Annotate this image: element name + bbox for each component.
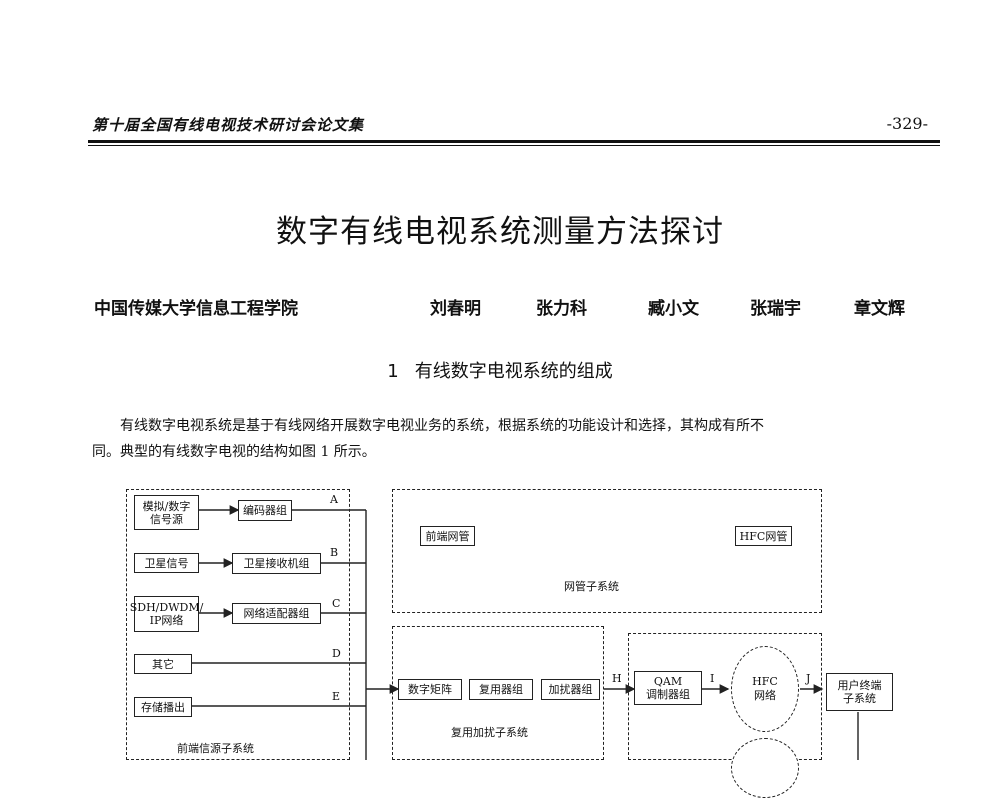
header-rule-thin [88, 145, 940, 146]
netmgmt-subsystem-border [392, 489, 822, 613]
satellite-receiver-box: 卫星接收机组 [232, 553, 321, 574]
paragraph-line: 有线数字电视系统是基于有线网络开展数字电视业务的系统，根据系统的功能设计和选择，… [120, 418, 764, 434]
line-label-i: I [710, 672, 715, 685]
journal-name: 第十届全国有线电视技术研讨会论文集 [92, 116, 365, 134]
section-heading: 1 有线数字电视系统的组成 [0, 357, 1000, 383]
analog-digital-source-box: 模拟/数字 信号源 [134, 495, 199, 530]
paragraph-line: 同。典型的有线数字电视的结构如图 1 所示。 [92, 444, 376, 460]
headend-netmgmt-box: 前端网管 [420, 526, 475, 546]
qam-modulator-box: QAM 调制器组 [634, 671, 702, 705]
page-number: -329- [886, 114, 928, 133]
line-label-d: D [332, 647, 341, 660]
header-rule-thick [88, 140, 940, 143]
scrambler-box: 加扰器组 [541, 679, 600, 700]
user-terminal-box: 用户终端 子系统 [826, 673, 893, 711]
sdh-network-box: SDH/DWDM/ IP网络 [130, 596, 203, 632]
diagram-wires [192, 505, 859, 760]
other-source-box: 其它 [134, 654, 192, 674]
body-paragraph: 有线数字电视系统是基于有线网络开展数字电视业务的系统，根据系统的功能设计和选择，… [92, 413, 940, 465]
section-number: 1 [387, 361, 399, 382]
frontend-subsystem-label: 前端信源子系统 [177, 742, 254, 755]
author-name: 张瑞宇 [750, 299, 801, 319]
line-label-c: C [332, 597, 341, 610]
line-label-a: A [330, 493, 338, 506]
affiliation: 中国传媒大学信息工程学院 [94, 299, 298, 319]
hfc-network-ellipse: HFC 网络 [731, 646, 799, 732]
encoder-box: 编码器组 [238, 500, 292, 521]
storage-playout-box: 存储播出 [134, 697, 192, 717]
author-line: 中国传媒大学信息工程学院 刘春明 张力科 臧小文 张瑞宇 章文辉 [88, 294, 940, 319]
system-diagram: 模拟/数字 信号源 编码器组 卫星信号 卫星接收机组 SDH/DWDM/ IP网… [126, 489, 893, 798]
network-adapter-box: 网络适配器组 [232, 603, 321, 624]
digital-matrix-box: 数字矩阵 [398, 679, 462, 700]
hfc-netmgmt-box: HFC网管 [735, 526, 792, 546]
hfc-network-ellipse-2 [731, 738, 799, 798]
paper-title: 数字有线电视系统测量方法探讨 [276, 214, 724, 250]
author-name: 张力科 [536, 299, 587, 319]
author-name: 章文辉 [854, 299, 905, 319]
running-header: 第十届全国有线电视技术研讨会论文集 -329- [88, 114, 940, 136]
multiplexer-box: 复用器组 [469, 679, 533, 700]
line-label-j: J [806, 672, 811, 685]
line-label-h: H [612, 672, 622, 685]
satellite-signal-box: 卫星信号 [134, 553, 199, 573]
mux-subsystem-label: 复用加扰子系统 [451, 726, 528, 739]
line-label-b: B [330, 546, 339, 559]
netmgmt-subsystem-label: 网管子系统 [564, 580, 619, 593]
line-label-e: E [332, 690, 341, 703]
author-name: 臧小文 [648, 299, 699, 319]
author-name: 刘春明 [430, 299, 481, 319]
section-title: 有线数字电视系统的组成 [414, 361, 613, 382]
